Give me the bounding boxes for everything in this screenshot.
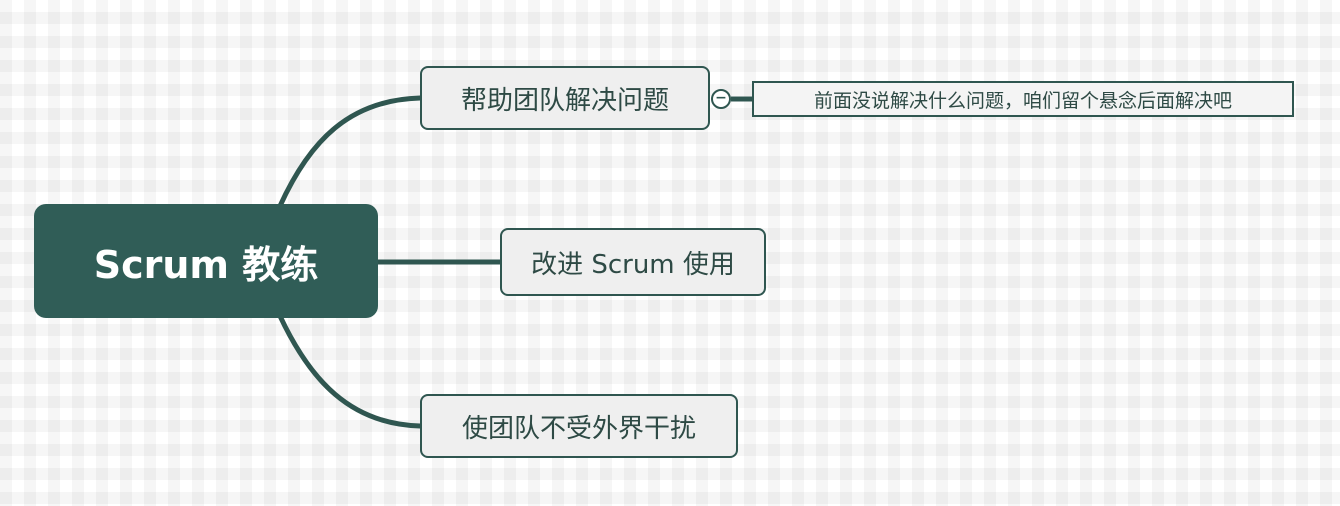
note-topic[interactable]: 前面没说解决什么问题，咱们留个悬念后面解决吧 <box>752 81 1294 117</box>
topic-shield-team[interactable]: 使团队不受外界干扰 <box>420 394 738 458</box>
root-topic-label: Scrum 教练 <box>93 242 319 287</box>
root-topic[interactable]: Scrum 教练 <box>34 204 378 318</box>
topic-label: 改进 Scrum 使用 <box>531 249 735 280</box>
topic-label: 帮助团队解决问题 <box>460 85 669 116</box>
topic-improve-scrum-usage[interactable]: 改进 Scrum 使用 <box>500 228 766 296</box>
connector-branch-3 <box>277 313 423 429</box>
note-label: 前面没说解决什么问题，咱们留个悬念后面解决吧 <box>813 89 1232 112</box>
topic-label: 使团队不受外界干扰 <box>461 413 696 444</box>
connector-branch-1 <box>277 95 423 209</box>
topic-help-team-solve-problems[interactable]: 帮助团队解决问题 <box>420 66 710 130</box>
collapse-toggle-icon[interactable]: − <box>711 89 731 109</box>
